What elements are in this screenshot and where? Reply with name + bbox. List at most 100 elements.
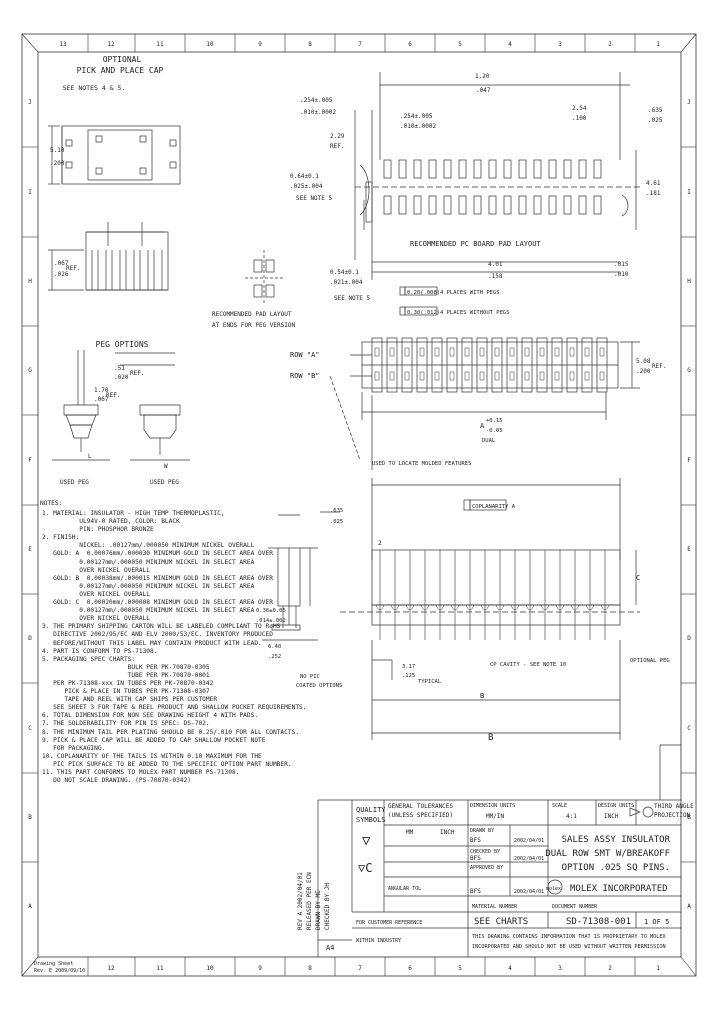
svg-text:E: E [687,546,691,553]
svg-text:APPROVED BY: APPROVED BY [470,865,503,871]
svg-text:A4: A4 [326,944,334,952]
note-line: NICKEL: .00127mm/.000050 MINIMUM NICKEL … [42,542,255,550]
note-line: DO NOT SCALE DRAWING. (PS-70870-0342) [42,777,192,785]
svg-text:I: I [28,189,32,196]
svg-text:J: J [687,99,691,106]
svg-text:.025: .025 [330,519,343,525]
svg-text:0.36±0.05: 0.36±0.05 [256,608,286,614]
svg-text:SCALE: SCALE [552,803,567,809]
svg-text:REF.: REF. [130,370,144,377]
svg-text:WITHIN INDUSTRY: WITHIN INDUSTRY [356,938,401,944]
note-line: 2. FINISH: [42,534,80,542]
svg-text:+0.15: +0.15 [486,418,503,424]
svg-text:F: F [28,457,32,464]
svg-text:.181: .181 [646,190,661,197]
note-line: 11. THIS PART CONFORMS TO MOLEX PART NUM… [42,769,240,776]
svg-text:.158: .158 [488,273,503,280]
svg-text:H: H [687,278,691,285]
svg-text:.047: .047 [476,87,491,94]
svg-text:3: 3 [558,41,562,48]
svg-text:TYPICAL: TYPICAL [418,679,442,685]
svg-text:3.17: 3.17 [402,664,415,670]
svg-text:DUAL ROW SMT W/BREAKOFF: DUAL ROW SMT W/BREAKOFF [545,849,670,859]
svg-text:2002/04/01: 2002/04/01 [514,889,544,895]
note-line: DIRECTIVE 2002/95/EC AND ELV 2000/53/EC.… [42,631,273,639]
note-line: BULK PER PK-70870-0305 [42,663,210,671]
svg-text:11: 11 [156,41,164,48]
svg-text:A: A [687,903,691,910]
svg-text:2: 2 [608,41,612,48]
note-line: PER PK-71308-xxx IN TUBES PER PK-70870-0… [42,679,214,687]
svg-text:B: B [480,692,484,700]
svg-text:A: A [480,422,485,430]
svg-text:6: 6 [408,41,412,48]
svg-text:F: F [687,457,691,464]
note-line: TUBE PER PK-70870-0001 [42,671,210,679]
note-line: OVER NICKEL OVERALL [42,615,151,623]
svg-text:.015: .015 [614,261,629,268]
svg-text:.010±.0002: .010±.0002 [300,109,337,116]
svg-text:H: H [28,278,32,285]
svg-text:RECOMMENDED PAD LAYOUT: RECOMMENDED PAD LAYOUT [212,311,292,318]
svg-text:.067: .067 [94,396,109,403]
svg-text:MATERIAL NUMBER: MATERIAL NUMBER [472,904,518,910]
svg-text:PEG OPTIONS: PEG OPTIONS [96,340,149,349]
svg-text:OPTION .025 SQ PINS.: OPTION .025 SQ PINS. [562,863,670,873]
svg-text:C: C [687,725,691,732]
svg-text:INCORPORATED AND SHOULD NOT BE: INCORPORATED AND SHOULD NOT BE USED WITH… [472,944,666,950]
svg-text:ROW "B": ROW "B" [290,372,320,380]
svg-text:5: 5 [458,965,462,972]
svg-text:COATED OPTIONS: COATED OPTIONS [296,683,342,689]
svg-text:6: 6 [408,965,412,972]
svg-text:USED TO LOCATE MOLDED FEATURES: USED TO LOCATE MOLDED FEATURES [372,461,471,467]
note-line: 9. PICK & PLACE CAP WILL BE ADDED TO CAP… [42,736,266,744]
svg-text:OPTIONAL: OPTIONAL [103,55,142,64]
svg-text:4:1: 4:1 [566,813,577,820]
svg-text:.635: .635 [330,508,343,514]
svg-text:NO PIC: NO PIC [300,674,320,680]
svg-text:.010±.0002: .010±.0002 [400,123,437,130]
note-line: 8. THE MINIMUM TAIL PER PLATING SHOULD B… [42,728,300,736]
svg-text:.026: .026 [54,271,69,278]
svg-text:DUAL: DUAL [482,438,496,444]
svg-text:1.70: 1.70 [94,387,109,394]
svg-text:5.08: 5.08 [636,358,651,365]
svg-text:.51: .51 [114,365,125,372]
svg-text:.025: .025 [648,117,663,124]
svg-text:1 OF 5: 1 OF 5 [644,918,669,926]
svg-text:SEE NOTE 5: SEE NOTE 5 [296,195,333,202]
svg-text:12: 12 [107,965,115,972]
svg-text:DRAWN BY: DRAWN BY [470,828,494,834]
svg-text:9: 9 [258,965,262,972]
svg-text:D: D [28,635,32,642]
note-line: OVER NICKEL OVERALL [42,590,151,598]
note-line: UL94V-0 RATED, COLOR: BLACK [42,518,180,526]
svg-text:0.20(.008): 0.20(.008) [407,290,440,296]
svg-text:G: G [28,367,32,374]
note-line: 0.00127mm/.000050 MINIMUM NICKEL IN SELE… [42,607,255,615]
svg-text:.010: .010 [614,271,629,278]
svg-text:MOLEX INCORPORATED: MOLEX INCORPORATED [570,884,668,894]
svg-text:1.20: 1.20 [475,73,490,80]
svg-text:QUALITY: QUALITY [356,806,386,814]
svg-text:8: 8 [308,41,312,48]
svg-text:E: E [28,546,32,553]
svg-text:J: J [28,99,32,106]
svg-text:molex: molex [546,886,561,892]
notes-list: 1. MATERIAL: INSULATOR - HIGH TEMP THERM… [42,510,318,785]
svg-text:0.64±0.1: 0.64±0.1 [290,173,319,180]
note-line: PIN: PHOSPHOR BRONZE [42,526,154,534]
svg-text:THIS DRAWING CONTAINS INFORMAT: THIS DRAWING CONTAINS INFORMATION THAT I… [472,934,667,940]
note-line: 0.00127mm/.000050 MINIMUM NICKEL IN SELE… [42,558,255,566]
svg-text:-0.05: -0.05 [486,428,503,434]
note-line: 10. COPLANARITY OF THE TAILS IS WITHIN 0… [42,752,262,760]
svg-text:.254±.005: .254±.005 [400,113,433,120]
svg-text:.200: .200 [636,368,651,375]
notes-title: NOTES: [40,500,63,507]
note-line: GOLD: A 0.00076mm/.000030 MINIMUM GOLD I… [42,550,273,558]
svg-text:I: I [687,189,691,196]
svg-text:4: 4 [508,965,512,972]
svg-text:.125: .125 [402,673,415,679]
svg-text:SD-71308-001: SD-71308-001 [566,917,631,927]
svg-text:INCH: INCH [604,813,619,820]
